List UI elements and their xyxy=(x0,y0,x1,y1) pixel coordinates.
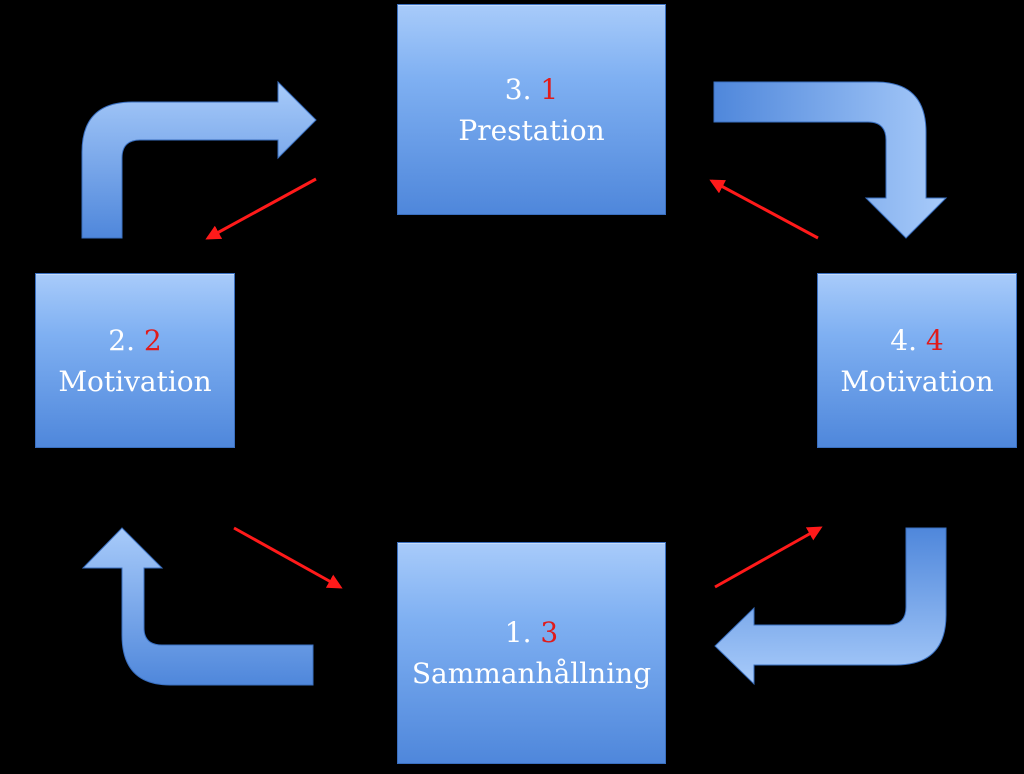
box-step-number: 3. xyxy=(504,72,532,106)
box-label: Motivation xyxy=(58,364,212,398)
red-arrow-right-to-top xyxy=(709,179,819,240)
box-label: Sammanhållning xyxy=(411,657,652,690)
box-number: 2. 2 xyxy=(108,320,161,361)
box-prestation: 3. 1 Prestation xyxy=(397,4,666,215)
box-number: 3. 1 xyxy=(505,69,558,110)
box-motivation-right: 4. 4 Motivation xyxy=(817,273,1017,448)
box-step-number: 2. xyxy=(108,323,135,357)
red-arrow-bottom-to-right xyxy=(714,526,823,589)
curved-arrow-top-right xyxy=(713,81,948,239)
box-accent-number: 1 xyxy=(540,72,559,106)
box-motivation-left: 2. 2 Motivation xyxy=(35,273,235,448)
box-accent-number: 4 xyxy=(925,323,944,357)
box-step-number: 1. xyxy=(504,616,532,649)
red-arrow-left-to-bottom xyxy=(233,526,343,589)
box-label: Prestation xyxy=(458,113,605,147)
curved-arrow-top-left xyxy=(81,80,317,239)
box-accent-number: 3 xyxy=(540,616,559,649)
red-arrow-top-to-left xyxy=(205,177,317,240)
curved-arrow-bottom-left xyxy=(81,527,314,686)
box-step-number: 4. xyxy=(890,323,917,357)
box-label: Motivation xyxy=(840,364,994,398)
box-number: 1. 3 xyxy=(505,612,558,653)
box-accent-number: 2 xyxy=(143,323,162,357)
box-number: 4. 4 xyxy=(890,320,943,361)
curved-arrow-bottom-right xyxy=(714,527,947,686)
box-sammanhallning: 1. 3 Sammanhållning xyxy=(397,542,666,764)
